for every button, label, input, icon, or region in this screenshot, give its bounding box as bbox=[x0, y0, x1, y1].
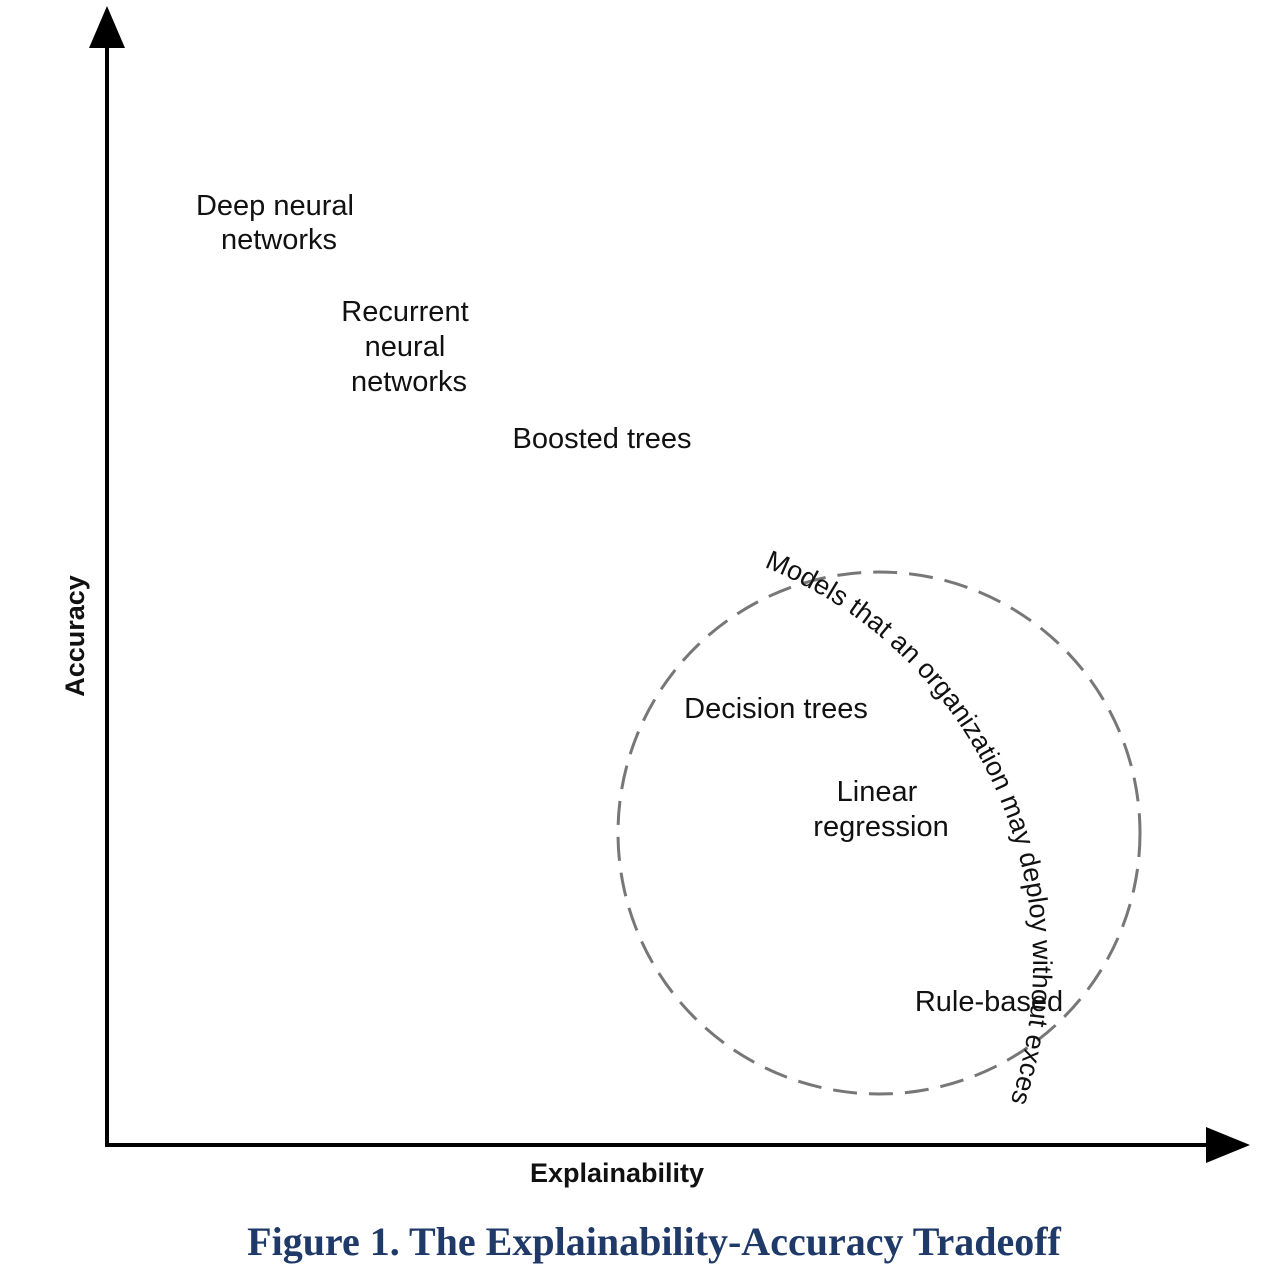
axes bbox=[89, 6, 1250, 1163]
deep-neural-networks-line-2: networks bbox=[221, 224, 337, 256]
figure-caption: Figure 1. The Explainability-Accuracy Tr… bbox=[247, 1219, 1061, 1264]
boosted-trees-label: Boosted trees bbox=[513, 423, 692, 455]
deep-neural-networks-label: Deep neural networks bbox=[196, 190, 362, 256]
deep-neural-networks-line-1: Deep neural bbox=[196, 190, 354, 222]
recurrent-neural-networks-line-3: networks bbox=[351, 366, 467, 398]
linear-regression-label: Linear regression bbox=[813, 776, 948, 843]
linear-regression-line-2: regression bbox=[813, 811, 948, 843]
rule-based-label: Rule-based bbox=[915, 986, 1063, 1018]
x-axis-label: Explainability bbox=[530, 1158, 704, 1188]
safe-zone-boundary bbox=[616, 570, 1142, 1096]
recurrent-neural-networks-label: Recurrent neural networks bbox=[341, 296, 476, 398]
linear-regression-line-1: Linear bbox=[837, 776, 918, 808]
recurrent-neural-networks-line-1: Recurrent bbox=[341, 296, 468, 328]
y-axis-label: Accuracy bbox=[60, 575, 90, 697]
safe-zone-label-path: Models that an organization may deploy w… bbox=[0, 0, 1057, 1109]
safe-zone-label: Models that an organization may deploy w… bbox=[0, 0, 1057, 1109]
decision-trees-label: Decision trees bbox=[684, 693, 868, 725]
x-axis-arrowhead bbox=[1206, 1127, 1250, 1163]
recurrent-neural-networks-line-2: neural bbox=[365, 331, 446, 363]
y-axis-arrowhead bbox=[89, 6, 125, 48]
